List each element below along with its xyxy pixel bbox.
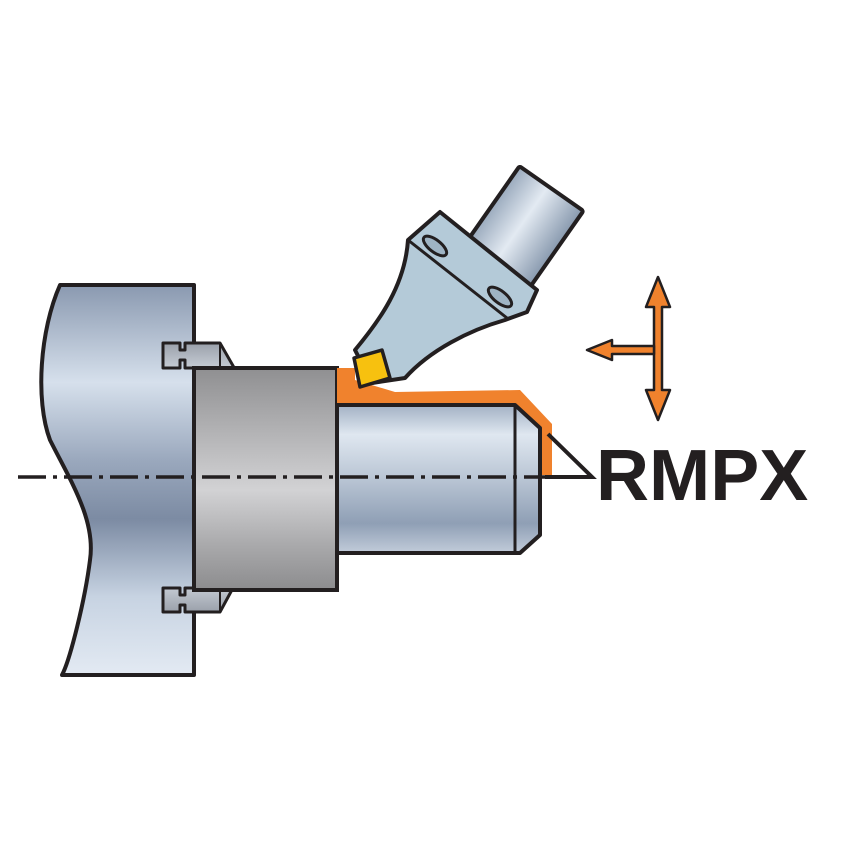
leader-line xyxy=(545,432,597,479)
holder-screw-lower xyxy=(486,285,514,309)
chuck xyxy=(39,283,196,677)
tool-designation-label: RMPX xyxy=(596,436,809,516)
adapter-body xyxy=(192,366,339,592)
arrow-up-down-icon xyxy=(644,275,672,422)
insert xyxy=(352,348,392,389)
arrow-left-icon xyxy=(585,338,656,362)
tool-holder xyxy=(353,210,539,385)
workpiece xyxy=(335,403,542,555)
feed-direction-arrows xyxy=(585,275,672,422)
cutting-path xyxy=(337,368,552,475)
holder-screw-upper xyxy=(421,234,449,258)
